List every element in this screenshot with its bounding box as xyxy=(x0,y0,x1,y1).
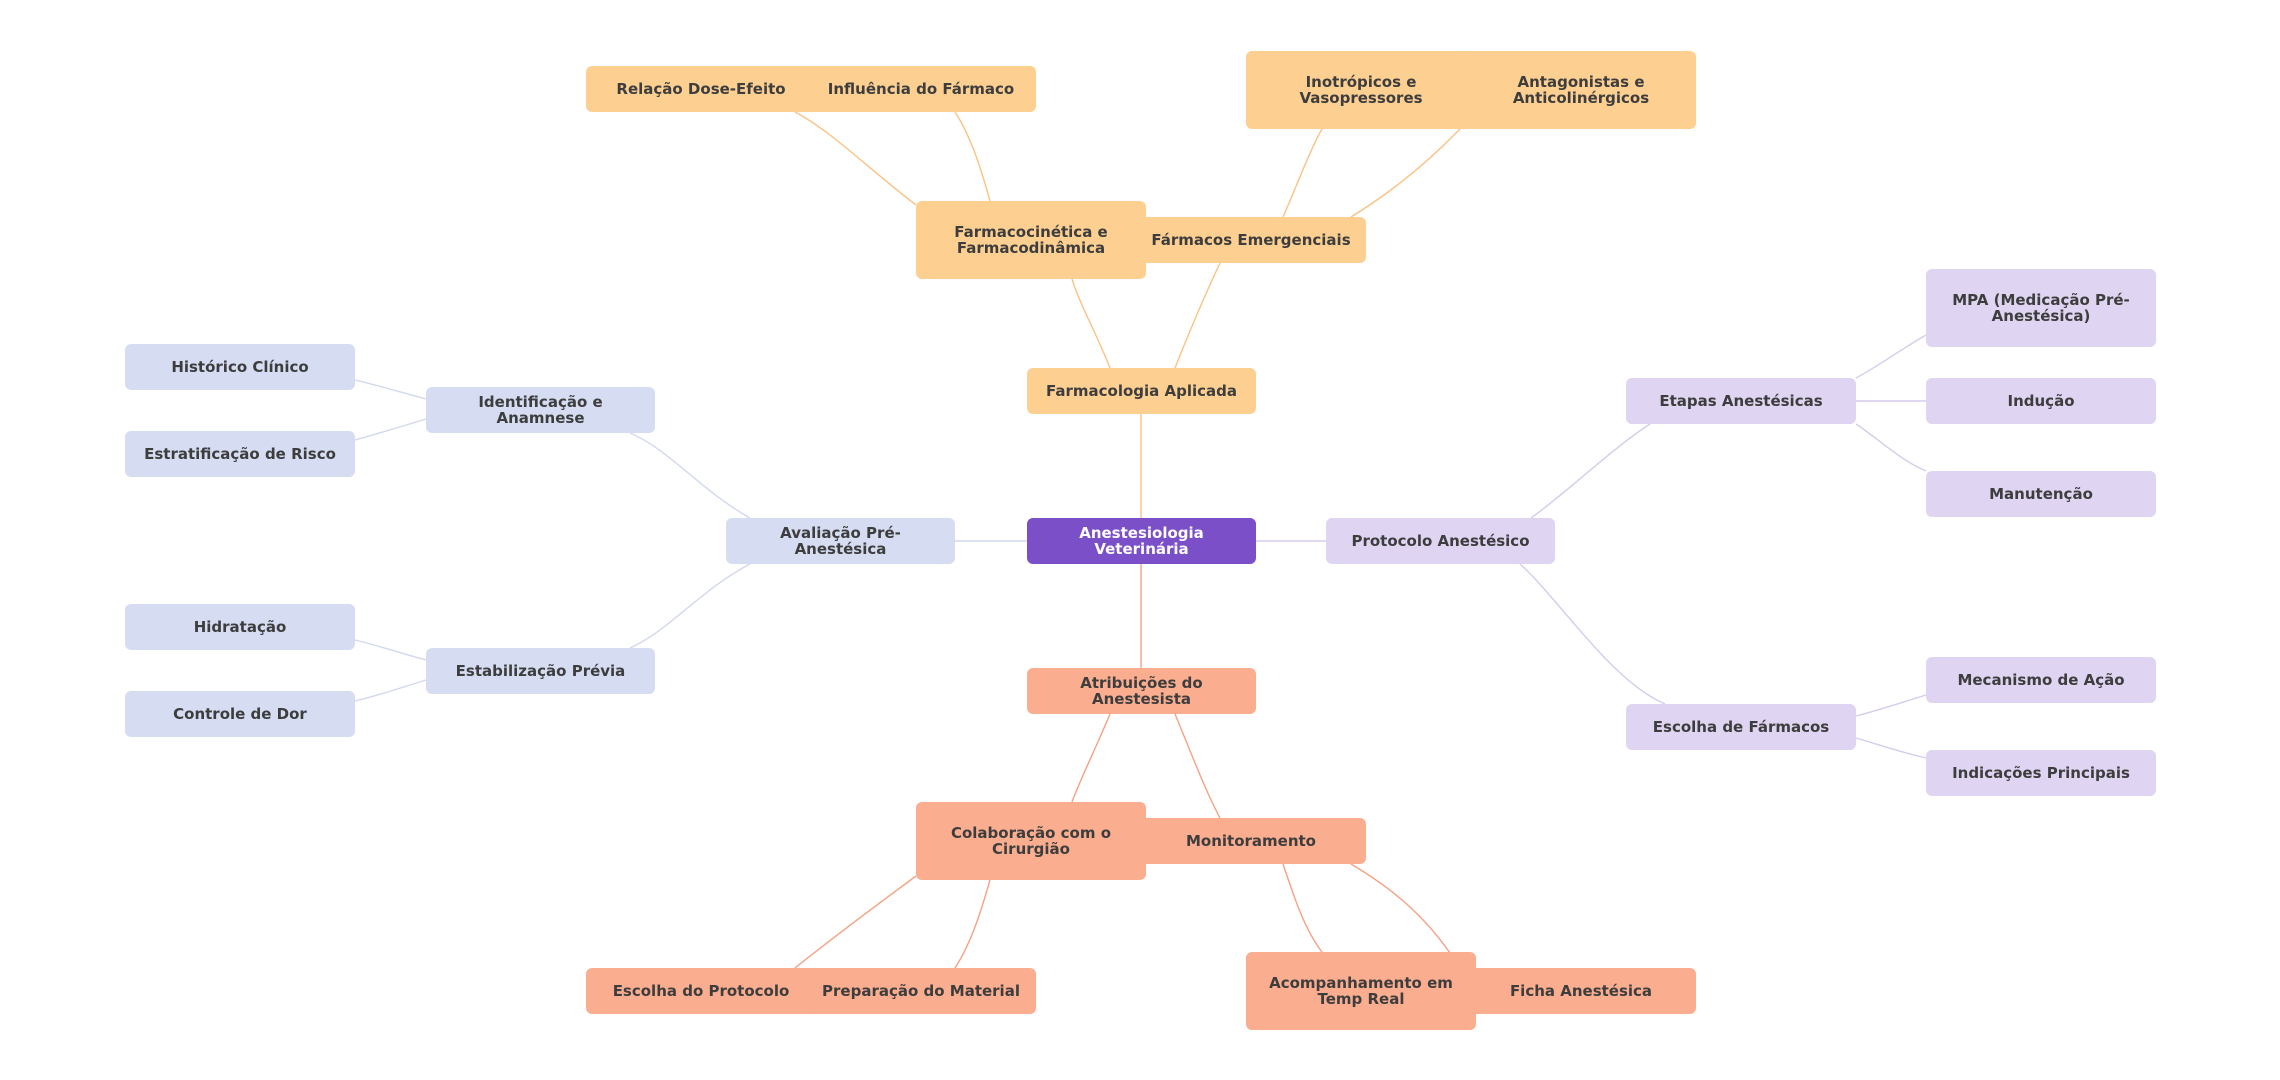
node-farmacocinetica[interactable]: Farmacocinética e Farmacodinâmica xyxy=(916,201,1146,279)
node-acompanhamento-tempo-real[interactable]: Acompanhamento em Temp Real xyxy=(1246,952,1476,1030)
node-hidratacao[interactable]: Hidratação xyxy=(125,604,355,650)
node-relacao-dose-efeito[interactable]: Relação Dose-Efeito xyxy=(586,66,816,112)
node-monitoramento[interactable]: Monitoramento xyxy=(1136,818,1366,864)
node-escolha-protocolo[interactable]: Escolha do Protocolo xyxy=(586,968,816,1014)
node-influencia-farmaco[interactable]: Influência do Fármaco xyxy=(806,66,1036,112)
node-inotropicos[interactable]: Inotrópicos e Vasopressores xyxy=(1246,51,1476,129)
connector-edge xyxy=(354,379,427,400)
connector-edge xyxy=(354,418,427,441)
connector-edge xyxy=(1855,423,1927,472)
connector-edge xyxy=(1519,563,1666,705)
node-escolha-farmacos[interactable]: Escolha de Fármacos xyxy=(1626,704,1856,750)
connector-edge xyxy=(794,111,917,206)
connector-edge xyxy=(354,639,427,661)
node-preparacao-material[interactable]: Preparação do Material xyxy=(806,968,1036,1014)
node-atribuicoes-anestesista[interactable]: Atribuições do Anestesista xyxy=(1027,668,1256,714)
connector-edge xyxy=(1530,423,1651,519)
connector-edge xyxy=(1855,334,1927,379)
connector-edge xyxy=(354,679,427,702)
node-farmacologia-aplicada[interactable]: Farmacologia Aplicada xyxy=(1027,368,1256,414)
connector-edge xyxy=(1174,262,1221,369)
connector-edge xyxy=(1350,128,1461,218)
connector-edge xyxy=(794,875,917,969)
connector-edge xyxy=(1071,713,1111,803)
root-node[interactable]: Anestesiologia Veterinária xyxy=(1027,518,1256,564)
node-historico-clinico[interactable]: Histórico Clínico xyxy=(125,344,355,390)
node-protocolo-anestesico[interactable]: Protocolo Anestésico xyxy=(1326,518,1555,564)
connector-edge xyxy=(1855,694,1927,717)
connector-edge xyxy=(1855,737,1927,759)
connector-edge xyxy=(1174,713,1221,819)
connector-edge xyxy=(1071,278,1111,369)
node-avaliacao-pre-anestesica[interactable]: Avaliação Pré-Anestésica xyxy=(726,518,955,564)
connector-edge xyxy=(629,563,751,649)
node-identificacao-anamnese[interactable]: Identificação e Anamnese xyxy=(426,387,655,433)
node-estabilizacao-previa[interactable]: Estabilização Prévia xyxy=(426,648,655,694)
connector-edge xyxy=(954,879,991,969)
connector-edge xyxy=(1282,863,1323,953)
node-indicacoes-principais[interactable]: Indicações Principais xyxy=(1926,750,2156,796)
node-mecanismo-acao[interactable]: Mecanismo de Ação xyxy=(1926,657,2156,703)
connector-edge xyxy=(954,111,991,202)
node-mpa[interactable]: MPA (Medicação Pré-Anestésica) xyxy=(1926,269,2156,347)
node-inducao[interactable]: Indução xyxy=(1926,378,2156,424)
node-farmacos-emergenciais[interactable]: Fármacos Emergenciais xyxy=(1136,217,1366,263)
node-antagonistas[interactable]: Antagonistas e Anticolinérgicos xyxy=(1466,51,1696,129)
node-manutencao[interactable]: Manutenção xyxy=(1926,471,2156,517)
node-colaboracao-cirurgiao[interactable]: Colaboração com o Cirurgião xyxy=(916,802,1146,880)
connector-edge xyxy=(1282,128,1323,218)
node-estratificacao-risco[interactable]: Estratificação de Risco xyxy=(125,431,355,477)
node-ficha-anestesica[interactable]: Ficha Anestésica xyxy=(1466,968,1696,1014)
node-etapas-anestesicas[interactable]: Etapas Anestésicas xyxy=(1626,378,1856,424)
node-controle-dor[interactable]: Controle de Dor xyxy=(125,691,355,737)
connector-edge xyxy=(629,432,751,519)
